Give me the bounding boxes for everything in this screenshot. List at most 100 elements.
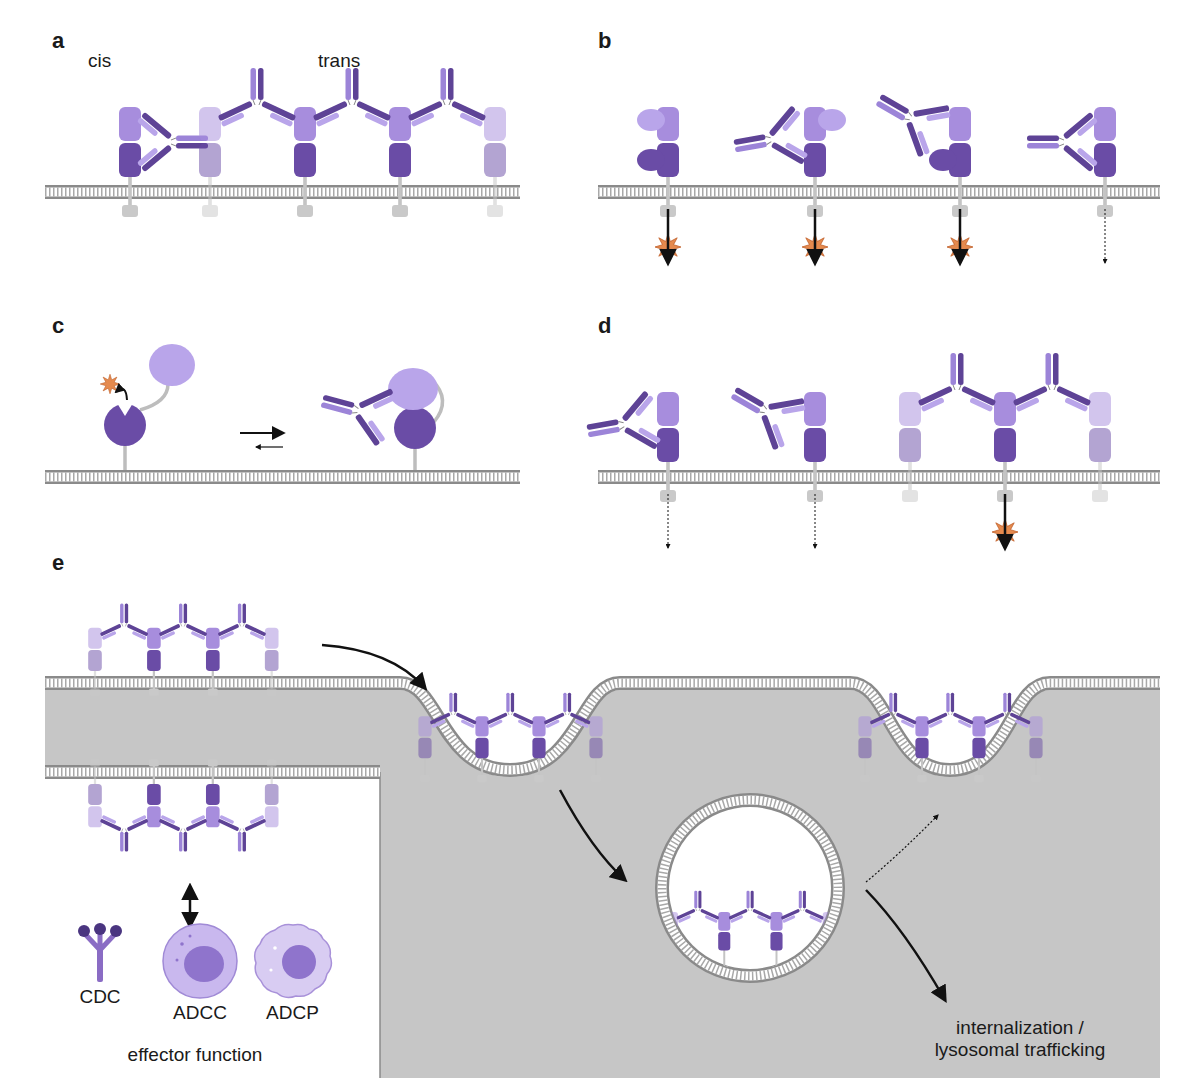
membrane (598, 188, 1160, 197)
panel-letter: d (598, 315, 628, 337)
receptor-use (804, 392, 826, 502)
signal-use (815, 494, 816, 548)
lattice-use (88, 759, 278, 851)
receptor-use (1089, 392, 1111, 502)
signal-use (992, 494, 1018, 548)
complement-head (78, 925, 90, 937)
ligand (818, 109, 846, 131)
complement-head (94, 923, 106, 935)
process-arrow (322, 645, 425, 688)
annotation-label: trans (318, 50, 398, 72)
equilibrium-arrow (256, 446, 283, 447)
antibody-use (729, 104, 810, 176)
macrophage (254, 925, 331, 998)
adcc-icon (160, 922, 240, 1000)
signal-use (1105, 209, 1106, 263)
receptor-use (199, 107, 221, 217)
antibody-use (137, 112, 208, 172)
panel-d-art (582, 353, 1111, 548)
double-arrow (189, 886, 192, 926)
panel-a-art (119, 68, 506, 217)
panel-letter: e (52, 552, 82, 574)
receptor-use (119, 107, 141, 217)
recycling-arrow (866, 815, 938, 882)
adcp-icon (251, 922, 335, 1000)
membrane (598, 473, 1160, 482)
vesicle-content (666, 891, 835, 973)
receptor-domain (388, 368, 438, 410)
receptor-domain (394, 407, 436, 449)
panel-letter: b (598, 30, 628, 52)
annotation-label: effector function (95, 1044, 295, 1066)
receptor-stalk (123, 442, 127, 470)
granule (180, 942, 184, 946)
antibody-use (218, 68, 297, 127)
membrane (45, 188, 520, 197)
panel-b-art (637, 73, 1116, 263)
receptor-use (899, 392, 921, 502)
binding-notch (117, 403, 133, 416)
cell-nucleus (282, 945, 316, 979)
antibody-use (864, 73, 956, 161)
antibody-use (918, 353, 997, 412)
receptor-use (994, 392, 1016, 502)
lattice-use (88, 603, 278, 695)
membrane (598, 470, 1160, 484)
membrane (45, 473, 520, 482)
equilibrium-arrow (240, 432, 283, 434)
lattice-use (858, 693, 1042, 782)
adcp-node: ADCP (245, 922, 340, 1024)
receptor-use (484, 107, 506, 217)
nk-cell (163, 924, 237, 998)
signal-use (655, 209, 681, 263)
membranes (45, 192, 1160, 976)
signal-use (947, 209, 973, 263)
lattice-use (418, 693, 602, 782)
annotation-label: cis (88, 50, 148, 72)
ligand (929, 149, 957, 171)
membrane (45, 185, 520, 199)
annotation-label: internalization / lysosomal trafficking (915, 1017, 1125, 1061)
membrane (45, 473, 520, 482)
panel-letter: a (52, 30, 82, 52)
receptor-domain (104, 404, 146, 446)
cell-border (379, 772, 381, 1078)
panel-letter: c (52, 315, 82, 337)
membrane (598, 473, 1160, 482)
linker (140, 384, 168, 410)
node-label: CDC (55, 986, 145, 1008)
receptor-use (294, 107, 316, 217)
antibody-use (719, 366, 811, 454)
adcc-node: ADCC (155, 922, 245, 1024)
granule (273, 946, 277, 950)
antibody-use (582, 389, 663, 461)
antibody-use (1027, 112, 1098, 172)
antibody-use (408, 68, 487, 127)
granule (189, 935, 192, 938)
antibody-use (1013, 353, 1092, 412)
lattice-use (666, 891, 835, 973)
ligand (637, 149, 665, 171)
vesicle-membrane (662, 800, 838, 976)
membrane (598, 188, 1160, 197)
curved-arrow (116, 389, 127, 400)
vesicle-membrane (662, 800, 838, 976)
ligand (637, 109, 665, 131)
cdc-node: CDC (55, 922, 145, 1008)
receptor-domain (149, 344, 195, 386)
cell-nucleus (184, 946, 224, 982)
membrane (45, 188, 520, 197)
membrane (598, 185, 1160, 199)
vesicle-membrane (662, 800, 838, 976)
cdc-icon (60, 922, 140, 984)
vesicle-lumen (662, 800, 838, 976)
complement-head (110, 925, 122, 937)
receptor-use (389, 107, 411, 217)
node-label: ADCC (155, 1002, 245, 1024)
antibody-use (313, 68, 392, 127)
antibody-use (314, 372, 398, 449)
receptor-use (657, 392, 679, 502)
node-label: ADCP (245, 1002, 340, 1024)
